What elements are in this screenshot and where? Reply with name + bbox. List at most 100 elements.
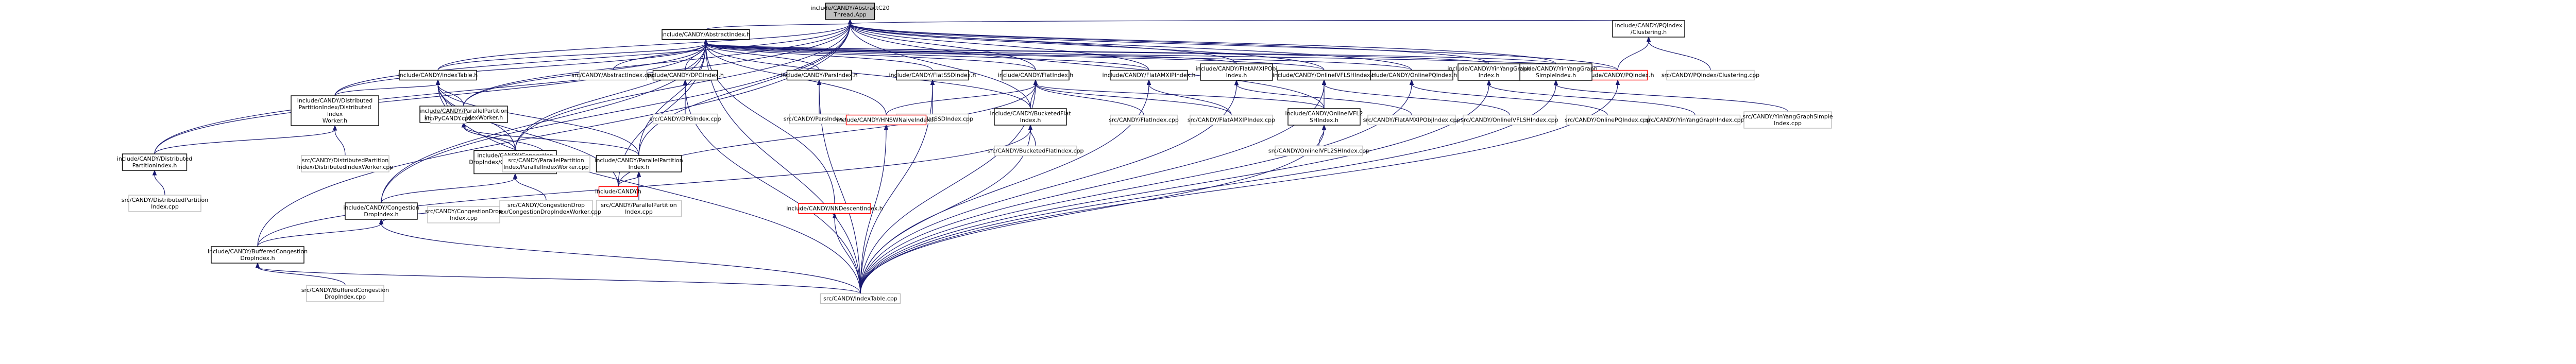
- node-abstract-cpp[interactable]: src/CANDY/AbstractIndex.cpp: [571, 70, 655, 81]
- node-label-line: include/CANDY/FlatAMXIPIndex.h: [1103, 72, 1196, 79]
- node-box: [1367, 114, 1456, 126]
- edge-root-to-distributed_worker_h: [334, 19, 853, 96]
- node-abstract-index[interactable]: include/CANDY/AbstractIndex.h: [662, 29, 750, 40]
- node-label-line: include/CANDY/FlatAMXIPObj: [1196, 65, 1278, 72]
- node-congestion-worker-cpp[interactable]: src/CANDY/CongestionDropIndex/Congestion…: [491, 200, 601, 217]
- node-box: [662, 29, 750, 40]
- node-label-line: src/CANDY/FlatAMXIPObjIndex.cpp: [1363, 117, 1461, 124]
- node-buffered-h[interactable]: include/CANDY/BufferedCongestionDropInde…: [208, 246, 308, 264]
- edge-root-to-bucketed_h: [848, 19, 1031, 109]
- node-box: [1287, 108, 1361, 126]
- node-label-line: src/CANDY/DPGIndex.cpp: [650, 116, 721, 123]
- node-box: [1566, 114, 1649, 126]
- node-label-line: src/CANDY/FlatIndex.cpp: [1109, 117, 1179, 124]
- node-label-line: PartitionIndex/Distributed: [299, 104, 371, 111]
- node-label-line: Index.cpp: [151, 203, 179, 210]
- node-label-line: DropIndex.h: [240, 255, 275, 262]
- node-dpg-cpp[interactable]: src/CANDY/DPGIndex.cpp: [650, 113, 721, 125]
- node-box: [430, 113, 467, 124]
- node-online-pq-h[interactable]: include/CANDY/OnlinePQIndex.h: [1366, 70, 1458, 81]
- node-box: [1002, 70, 1070, 81]
- node-buffered-cpp[interactable]: src/CANDY/BufferedCongestionDropIndex.cp…: [301, 285, 389, 302]
- node-box: [1110, 70, 1188, 81]
- node-congestion-h[interactable]: include/CANDY/CongestionDropIndex.h: [343, 202, 419, 220]
- node-box: [1666, 70, 1755, 81]
- edge-hnsw_h-to-index_table_cpp: [860, 124, 889, 294]
- node-label-line: include/CANDY/ParallelPartition: [419, 108, 507, 114]
- node-label-line: include/CANDY/AbstractIndex.h: [662, 31, 750, 38]
- node-box: [122, 153, 188, 171]
- node-flat-amx-pq-cpp[interactable]: src/CANDY/FlatAMXIPObjIndex.cpp: [1363, 114, 1461, 126]
- node-label-line: SimpleIndex.h: [1536, 72, 1576, 79]
- node-yinyang-h[interactable]: include/CANDY/YinYangGraphIndex.h: [1447, 63, 1531, 81]
- node-pycandy[interactable]: src/PyCANDY.cpp: [425, 113, 472, 124]
- node-pq-index-h[interactable]: include/CANDY/PQIndex.h: [1581, 70, 1654, 81]
- node-online-ivfl2-h[interactable]: include/CANDY/OnlineIVFL2SHIndex.h: [1285, 108, 1363, 126]
- edge-abstract_index-to-distributed_h: [154, 39, 708, 154]
- edge-flat_amx_ip_h-to-flat_amx_ip_cpp: [1146, 79, 1232, 115]
- node-bucketed-cpp[interactable]: src/CANDY/BucketedFlatIndex.cpp: [987, 145, 1084, 157]
- node-online-ivfl2-cpp[interactable]: src/CANDY/OnlineIVFL2SHIndex.cpp: [1268, 145, 1369, 157]
- node-box: [1200, 63, 1273, 81]
- node-flat-amx-ip-cpp[interactable]: src/CANDY/FlatAMXIPIndex.cpp: [1188, 114, 1275, 126]
- node-parsi-cpp[interactable]: src/CANDY/ParsIndex.cpp: [784, 113, 855, 125]
- node-label-line: src/CANDY/ParallelPartition: [508, 157, 584, 164]
- node-label-line: Thread.App: [833, 11, 866, 18]
- node-label-line: src/CANDY/OnlinePQIndex.cpp: [1565, 117, 1650, 124]
- node-label-line: Index: [327, 111, 343, 117]
- node-pq-clustering-cpp[interactable]: src/CANDY/PQIndex/Clustering.cpp: [1662, 70, 1759, 81]
- node-index-table-h[interactable]: include/CANDY/IndexTable.h: [398, 70, 478, 81]
- node-distributed-worker-cpp[interactable]: src/CANDY/DistributedPartitionIndex/Dist…: [297, 155, 394, 172]
- node-flat-cpp[interactable]: src/CANDY/FlatIndex.cpp: [1109, 114, 1179, 126]
- node-index-table-cpp[interactable]: src/CANDY/IndexTable.cpp: [820, 293, 901, 304]
- node-label-line: Index.cpp: [625, 209, 653, 215]
- node-dpg-h[interactable]: include/CANDY/DPGIndex.h: [647, 70, 724, 81]
- node-flat-amx-ip-h[interactable]: include/CANDY/FlatAMXIPIndex.h: [1103, 70, 1196, 81]
- edge-online_pq_h-to-online_pq_cpp: [1409, 79, 1608, 115]
- node-flat-amx-pq-h[interactable]: include/CANDY/FlatAMXIPObjIndex.h: [1196, 63, 1278, 81]
- node-parallel-worker-cpp[interactable]: src/CANDY/ParallelPartitionIndex/Paralle…: [502, 155, 590, 172]
- node-label-line: include/CANDY/OnlineIVFL2: [1285, 110, 1363, 117]
- node-hnsw-h[interactable]: include/CANDY/HNSWNaiveIndex.h: [837, 114, 936, 126]
- node-flat-index-h[interactable]: include/CANDY/FlatIndex.h: [998, 70, 1074, 81]
- node-label-line: src/CANDY/DistributedPartition: [302, 157, 389, 164]
- node-candy-h[interactable]: include/CANDY.h: [595, 186, 641, 197]
- edge-online_ivfl2_h-to-index_table_cpp: [860, 124, 1327, 294]
- node-distributed-h[interactable]: include/CANDY/DistributedPartitionIndex.…: [117, 153, 192, 171]
- node-bucketed-h[interactable]: include/CANDY/BucketedFlatIndex.h: [990, 108, 1071, 126]
- node-label-line: src/CANDY/ParallelPartition: [601, 202, 676, 209]
- edge-distributed_worker_h-to-distributed_h: [154, 125, 337, 154]
- edge-index_table_h-to-distributed_worker_h: [334, 79, 440, 96]
- edge-yinyang_simple_h-to-index_table_cpp: [860, 79, 1558, 294]
- node-label-line: PartitionIndex.h: [132, 162, 177, 169]
- edge-flat_ssd_h-to-index_table_cpp: [860, 79, 935, 294]
- edge-root-to-abstract_index: [705, 19, 853, 30]
- node-online-pq-cpp[interactable]: src/CANDY/OnlinePQIndex.cpp: [1565, 114, 1650, 126]
- node-flat-ssd-h[interactable]: include/CANDY/FlatSSDIndex.h: [889, 70, 976, 81]
- node-box: [579, 70, 647, 81]
- node-box: [345, 202, 418, 220]
- node-nn-descent-h[interactable]: include/CANDY/NNDescentIndex.h: [786, 203, 883, 214]
- node-yinyang-cpp[interactable]: src/CANDY/YinYangGraphIndex.cpp: [1646, 114, 1744, 126]
- node-box: [306, 285, 384, 302]
- node-online-ivfl-h[interactable]: include/CANDY/OnlineIVFLSHIndex.h: [1273, 70, 1376, 81]
- node-label-line: src/CANDY/OnlineIVFL2SHIndex.cpp: [1268, 148, 1369, 154]
- edges-layer: [152, 19, 1788, 294]
- node-parsi-h[interactable]: include/CANDY/ParsIndex.h: [781, 70, 858, 81]
- edge-buffered_h-to-index_table_cpp: [255, 262, 861, 294]
- node-congestion-cpp[interactable]: src/CANDY/CongestionDropIndex.cpp: [425, 206, 502, 223]
- edge-abstract_index-to-flat_ssd_h: [703, 39, 933, 71]
- node-label-line: include/CANDY/DPGIndex.h: [647, 72, 724, 79]
- node-online-ivfl-cpp[interactable]: src/CANDY/OnlineIVFLSHIndex.cpp: [1461, 114, 1558, 126]
- node-distributed-worker-h[interactable]: include/CANDY/DistributedPartitionIndex/…: [291, 95, 379, 126]
- node-label-line: include/CANDY/PQIndex: [1615, 22, 1683, 29]
- node-label-line: Index.h: [629, 164, 650, 170]
- node-label-line: include/CANDY/Congestion: [343, 204, 419, 211]
- node-pq-clustering[interactable]: include/CANDY/PQIndex/Clustering.h: [1612, 20, 1685, 38]
